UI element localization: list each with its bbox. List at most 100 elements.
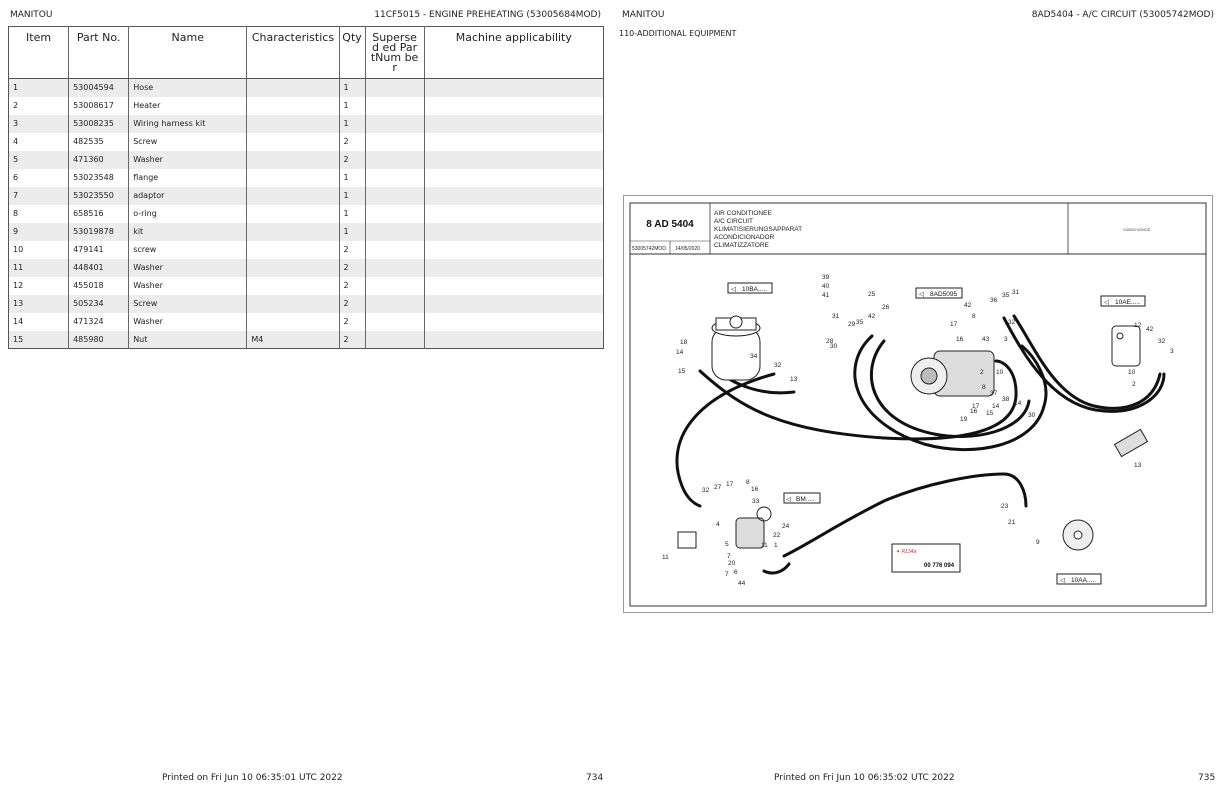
cell-item: 5 [8, 150, 70, 169]
part-number-callout: 42 [964, 302, 972, 309]
cell-part-no: 455018 [68, 276, 130, 295]
dryer-valve [1111, 325, 1141, 367]
desc-line: AIR CONDITIONEE [714, 210, 772, 217]
col-name: Name [128, 26, 248, 79]
part-number-callout: 17 [972, 403, 980, 410]
cell-machine-applicability [424, 276, 604, 295]
part-number-callout: 16 [751, 486, 759, 493]
cell-superseded [365, 186, 425, 205]
part-number-callout: 36 [990, 297, 998, 304]
diagram-ref: 53005742MOD [632, 246, 666, 252]
cell-characteristics [246, 168, 340, 187]
cell-characteristics [246, 132, 340, 151]
part-number-callout: 32 [1008, 319, 1016, 326]
section-title: 110-ADDITIONAL EQUIPMENT [619, 29, 737, 38]
col-qty: Qty [339, 26, 366, 79]
cell-superseded [365, 96, 425, 115]
cell-superseded [365, 330, 425, 349]
cell-characteristics [246, 294, 340, 313]
cell-machine-applicability [424, 78, 604, 97]
arrow-icon: ◁ [1104, 299, 1110, 306]
part-number-callout: 7 [727, 553, 731, 560]
parts-table: Item Part No. Name Characteristics Qty S… [8, 26, 604, 349]
part-number-callout: 21 [1008, 519, 1016, 526]
part-number-callout: 29 [848, 321, 856, 328]
cell-name: Screw [128, 132, 248, 151]
part-number-callout: 6 [734, 569, 738, 576]
arrow-icon: ◁ [919, 291, 925, 298]
part-number-callout: 9 [1036, 539, 1040, 546]
col-part-no: Part No. [68, 26, 130, 79]
cell-part-no: 53008235 [68, 114, 130, 133]
callout-10ae: 10AE..... [1115, 299, 1140, 306]
cell-superseded [365, 240, 425, 259]
cell-machine-applicability [424, 312, 604, 331]
part-number-callout: 23 [1001, 503, 1009, 510]
cell-item: 9 [8, 222, 70, 241]
cell-qty: 1 [339, 222, 366, 241]
cell-name: Washer [128, 312, 248, 331]
cell-machine-applicability [424, 330, 604, 349]
part-number-callout: 26 [882, 304, 890, 311]
cell-machine-applicability [424, 222, 604, 241]
cell-superseded [365, 132, 425, 151]
cell-characteristics [246, 150, 340, 169]
part-number-callout: 5 [725, 541, 729, 548]
cell-part-no: 53008617 [68, 96, 130, 115]
part-number-callout: 3 [1170, 348, 1174, 355]
cell-characteristics [246, 222, 340, 241]
cell-superseded [365, 276, 425, 295]
cell-characteristics [246, 96, 340, 115]
part-number-callout: 32 [774, 362, 782, 369]
cell-machine-applicability [424, 240, 604, 259]
part-number-callout: 11 [761, 542, 768, 549]
part-number-callout: 42 [1146, 326, 1154, 333]
part-number-callout: 13 [790, 376, 798, 383]
cell-name: Wiring harness kit [128, 114, 248, 133]
ac-circuit-diagram: 8 AD 5404 53005742MOD 14/05/2020 AIR CON… [629, 202, 1207, 607]
callout-10aa: 10AA..... [1071, 577, 1096, 584]
cell-item: 1 [8, 78, 70, 97]
cell-part-no: 658516 [68, 204, 130, 223]
parts-table-header: Item Part No. Name Characteristics Qty S… [8, 26, 604, 79]
cell-item: 11 [8, 258, 70, 277]
refrigerant-icon: ✦ R134a [896, 549, 917, 555]
cell-name: flange [128, 168, 248, 187]
cell-part-no: 53023548 [68, 168, 130, 187]
arrow-icon: ◁ [731, 286, 737, 293]
cell-name: o-ring [128, 204, 248, 223]
flange-part [1062, 519, 1094, 551]
part-number-callout: 33 [752, 498, 760, 505]
cell-item: 8 [8, 204, 70, 223]
cell-machine-applicability [424, 204, 604, 223]
cell-qty: 2 [339, 132, 366, 151]
diagram-frame: 8 AD 5404 53005742MOD 14/05/2020 AIR CON… [623, 195, 1213, 613]
cell-characteristics [246, 240, 340, 259]
part-number-callout: 22 [773, 532, 781, 539]
cell-superseded [365, 204, 425, 223]
cell-item: 7 [8, 186, 70, 205]
part-number-callout: 15 [986, 410, 994, 417]
cell-item: 13 [8, 294, 70, 313]
right-page-title: 8AD5404 - A/C CIRCUIT (53005742MOD) [1031, 10, 1214, 20]
part-number-callout: 37 [990, 390, 998, 397]
left-page-title: 11CF5015 - ENGINE PREHEATING (53005684MO… [374, 10, 601, 20]
part-number-callout: 2 [1132, 381, 1136, 388]
cell-characteristics [246, 78, 340, 97]
part-number-callout: 24 [782, 523, 790, 530]
left-page-number: 734 [586, 773, 604, 783]
cell-part-no: 479141 [68, 240, 130, 259]
cell-part-no: 448401 [68, 258, 130, 277]
desc-line: CLIMATIZZATORE [714, 242, 770, 249]
cell-qty: 2 [339, 240, 366, 259]
part-number-callout: 13 [1134, 462, 1142, 469]
cell-characteristics [246, 258, 340, 277]
cell-characteristics [246, 204, 340, 223]
part-number-callout: 30 [830, 343, 838, 350]
